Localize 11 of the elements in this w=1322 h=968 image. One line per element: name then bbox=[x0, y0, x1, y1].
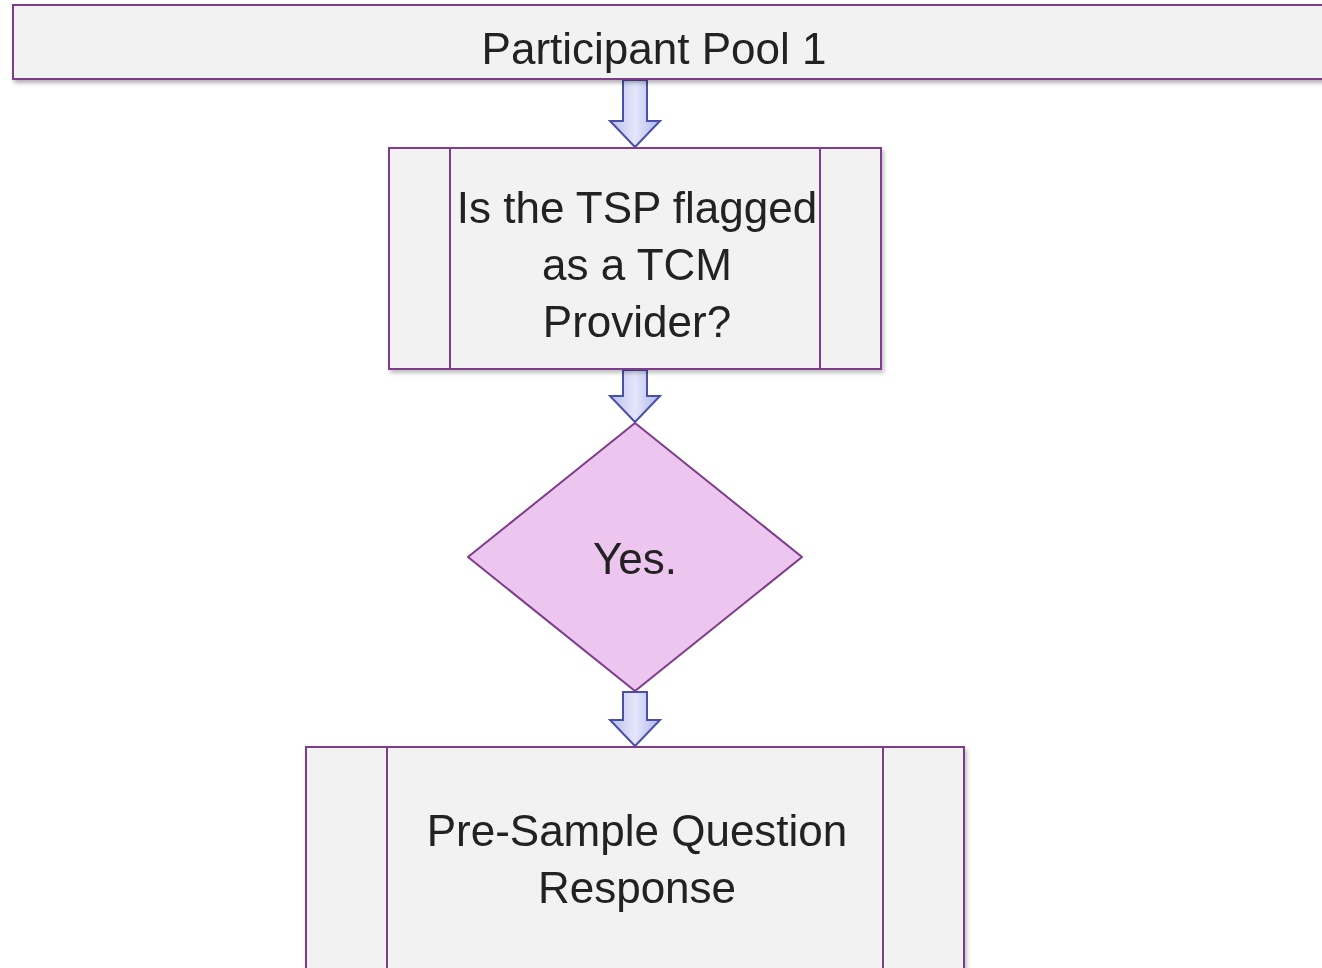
title-bar bbox=[12, 4, 1322, 80]
block-arrow bbox=[607, 691, 663, 748]
node-label: Yes. bbox=[592, 533, 678, 585]
block-arrow bbox=[607, 79, 663, 149]
block-arrow bbox=[607, 369, 663, 424]
node-label: Pre-Sample Question Response bbox=[425, 805, 849, 915]
node-label: Is the TSP flagged as a TCM Provider? bbox=[455, 182, 819, 349]
process-box bbox=[305, 746, 965, 968]
node-label: Participant Pool 1 bbox=[480, 23, 828, 75]
process-box bbox=[388, 147, 882, 370]
decision-diamond bbox=[467, 422, 803, 692]
